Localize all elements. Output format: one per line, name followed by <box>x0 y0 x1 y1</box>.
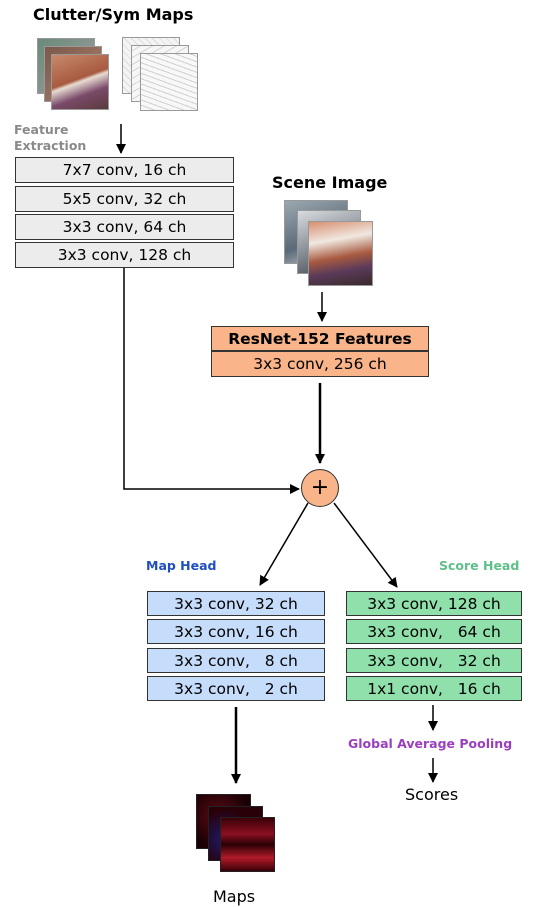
arrow-plus-to-score-head <box>333 502 398 588</box>
resnet-features-box: ResNet-152 Features <box>211 326 429 351</box>
arrow-plus-to-map-head <box>259 502 309 586</box>
score-head-title: Score Head <box>439 558 520 573</box>
map-head-layer-1: 3x3 conv, 32 ch <box>147 591 325 616</box>
feature-extraction-label: Feature Extraction <box>14 122 86 154</box>
clutter-layer-2: 5x5 conv, 32 ch <box>15 186 234 212</box>
maps-output-label: Maps <box>213 887 256 906</box>
map-head-layer-3: 3x3 conv, 8 ch <box>147 648 325 673</box>
output-map-thumbnail <box>220 817 275 872</box>
sym-map-thumbnail <box>140 53 198 111</box>
merge-plus-node: + <box>301 469 339 507</box>
map-head-layer-2: 3x3 conv, 16 ch <box>147 619 325 644</box>
scene-title: Scene Image <box>272 173 388 192</box>
feature-label-line2: Extraction <box>14 138 87 153</box>
feature-label-line1: Feature <box>14 122 69 137</box>
score-head-layer-4: 1x1 conv, 16 ch <box>346 676 522 701</box>
resnet-conv-box: 3x3 conv, 256 ch <box>211 351 429 377</box>
score-head-layer-1: 3x3 conv, 128 ch <box>346 591 522 616</box>
clutter-layer-3: 3x3 conv, 64 ch <box>15 214 234 240</box>
arrow-clutter-to-plus <box>123 268 300 494</box>
room-thumbnail <box>51 54 109 110</box>
global-average-pooling-label: Global Average Pooling <box>348 736 513 751</box>
clutter-layer-4: 3x3 conv, 128 ch <box>15 242 234 268</box>
map-head-title: Map Head <box>146 558 217 573</box>
clutter-layer-1: 7x7 conv, 16 ch <box>15 157 234 183</box>
score-head-layer-2: 3x3 conv, 64 ch <box>346 619 522 644</box>
clutter-title: Clutter/Sym Maps <box>33 5 194 24</box>
scores-output-label: Scores <box>405 785 459 804</box>
map-head-layer-4: 3x3 conv, 2 ch <box>147 676 325 701</box>
score-head-layer-3: 3x3 conv, 32 ch <box>346 648 522 673</box>
scene-thumbnail <box>308 221 373 286</box>
